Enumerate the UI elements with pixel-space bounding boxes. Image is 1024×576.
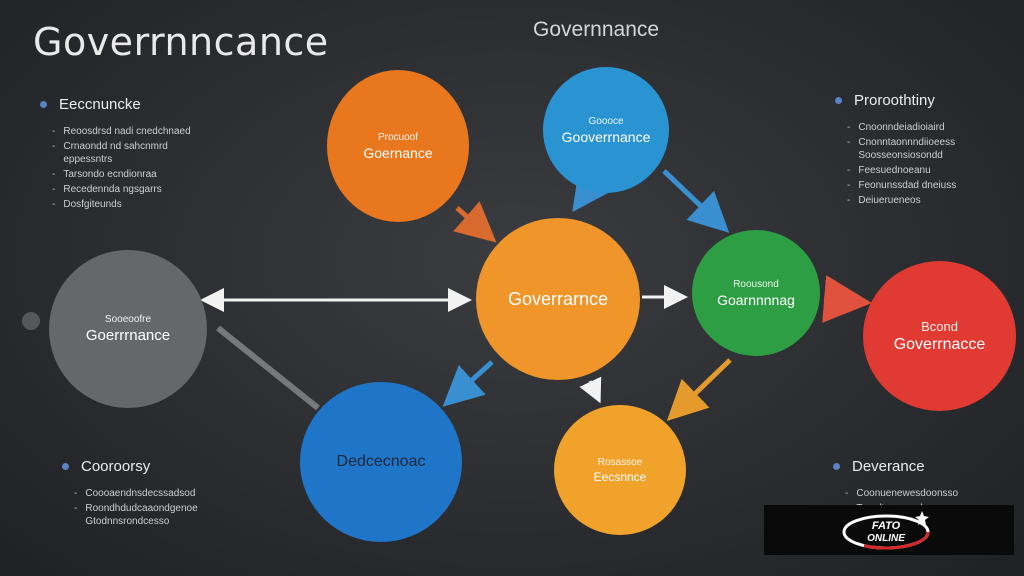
list-heading: Deverance <box>852 458 925 475</box>
node-small-label: Roousond <box>733 278 779 290</box>
bullet-dot <box>835 97 842 104</box>
node-label: Eecsnnce <box>593 469 647 484</box>
arrow-center-yellow <box>579 376 602 404</box>
top-title: Governnance <box>533 18 660 41</box>
node-small-label: Sooeoofre <box>104 314 152 325</box>
list-top-left: Eeccnuncke -Reoosdrsd nadi cnedchnaed -C… <box>40 96 193 213</box>
list-bottom-left: Cooroorsy -Coooaendnsdecssadsod -Roondhd… <box>62 458 235 530</box>
list-item: -Coonuenewesdoonsso <box>845 488 959 499</box>
list-item: -Recedennda ngsgarrs <box>52 184 162 195</box>
arrow-blue-top-green <box>662 169 730 233</box>
list-item: -Feonunssdad dneiuss <box>847 180 957 191</box>
list-heading: Eeccnuncke <box>59 96 141 113</box>
list-item: -Cnonntaonnndiioeess Soosseonsiosondd <box>847 137 956 161</box>
node-blue-top: Goooce Gooverrnance <box>543 67 669 193</box>
node-center: Goverrarnce <box>476 218 640 380</box>
node-red: Bcond Goverrnacce <box>863 261 1016 411</box>
connector-grey-blue-bottom <box>216 325 320 411</box>
node-orange: Procuoof Goernance <box>327 70 469 222</box>
arrow-green-red <box>822 275 872 323</box>
svg-text:FATO: FATO <box>872 520 901 532</box>
svg-text:ONLINE: ONLINE <box>867 533 905 544</box>
list-item: -Crnaondd nd sahcnmrd eppessntrs <box>52 141 168 165</box>
list-top-right: Proroothtiny -Cnoonndeiadioiaird -Cnonnt… <box>835 92 988 209</box>
decorative-dot <box>22 312 40 330</box>
list-item: -Reoosdrsd nadi cnedchnaed <box>52 126 191 137</box>
node-label: Goverrnacce <box>893 335 986 353</box>
list-item: -Roondhdudcaaondgenoe Gtodnnsrondcesso <box>74 503 198 527</box>
node-label: Goerrrnance <box>85 327 171 344</box>
node-green: Roousond Goarnnnnag <box>692 230 820 356</box>
list-item: -Cnoonndeiadioiaird <box>847 122 945 133</box>
list-heading: Cooroorsy <box>81 458 151 475</box>
node-label: Gooverrnance <box>561 128 651 145</box>
node-small-label: Rosassoe <box>597 456 643 468</box>
node-small-label: Goooce <box>588 115 624 127</box>
node-label: Goverrarnce <box>507 288 609 309</box>
fato-online-logo: FATO ONLINE <box>764 505 1014 555</box>
list-item: -Dosfgiteunds <box>52 199 122 210</box>
arrow-orange-center <box>453 201 497 243</box>
bullet-dot <box>62 463 69 470</box>
node-grey: Sooeoofre Goerrrnance <box>49 250 207 408</box>
main-title: Goverrnncance <box>33 20 329 64</box>
logo-icon: FATO ONLINE <box>842 511 930 550</box>
bullet-dot <box>833 463 840 470</box>
node-yellow: Rosassoe Eecsnnce <box>554 405 686 535</box>
node-small-label: Procuoof <box>377 131 419 143</box>
arrow-green-yellow <box>666 358 732 421</box>
bullet-dot <box>40 101 47 108</box>
list-item: -Coooaendnsdecssadsod <box>74 488 196 499</box>
node-label: Dedcecnoac <box>336 453 426 470</box>
arrow-center-blue-bottom <box>442 360 494 407</box>
node-label: Goernance <box>363 144 433 161</box>
node-small-label: Bcond <box>921 318 958 334</box>
list-item: -Deiuerueneos <box>847 195 921 206</box>
list-item: -Feesuednoeanu <box>847 165 931 176</box>
node-blue-bottom: Dedcecnoac <box>300 382 462 542</box>
list-heading: Proroothtiny <box>854 92 935 109</box>
node-label: Goarnnnnag <box>717 291 795 308</box>
list-item: -Tarsondo ecndionraa <box>52 169 157 180</box>
